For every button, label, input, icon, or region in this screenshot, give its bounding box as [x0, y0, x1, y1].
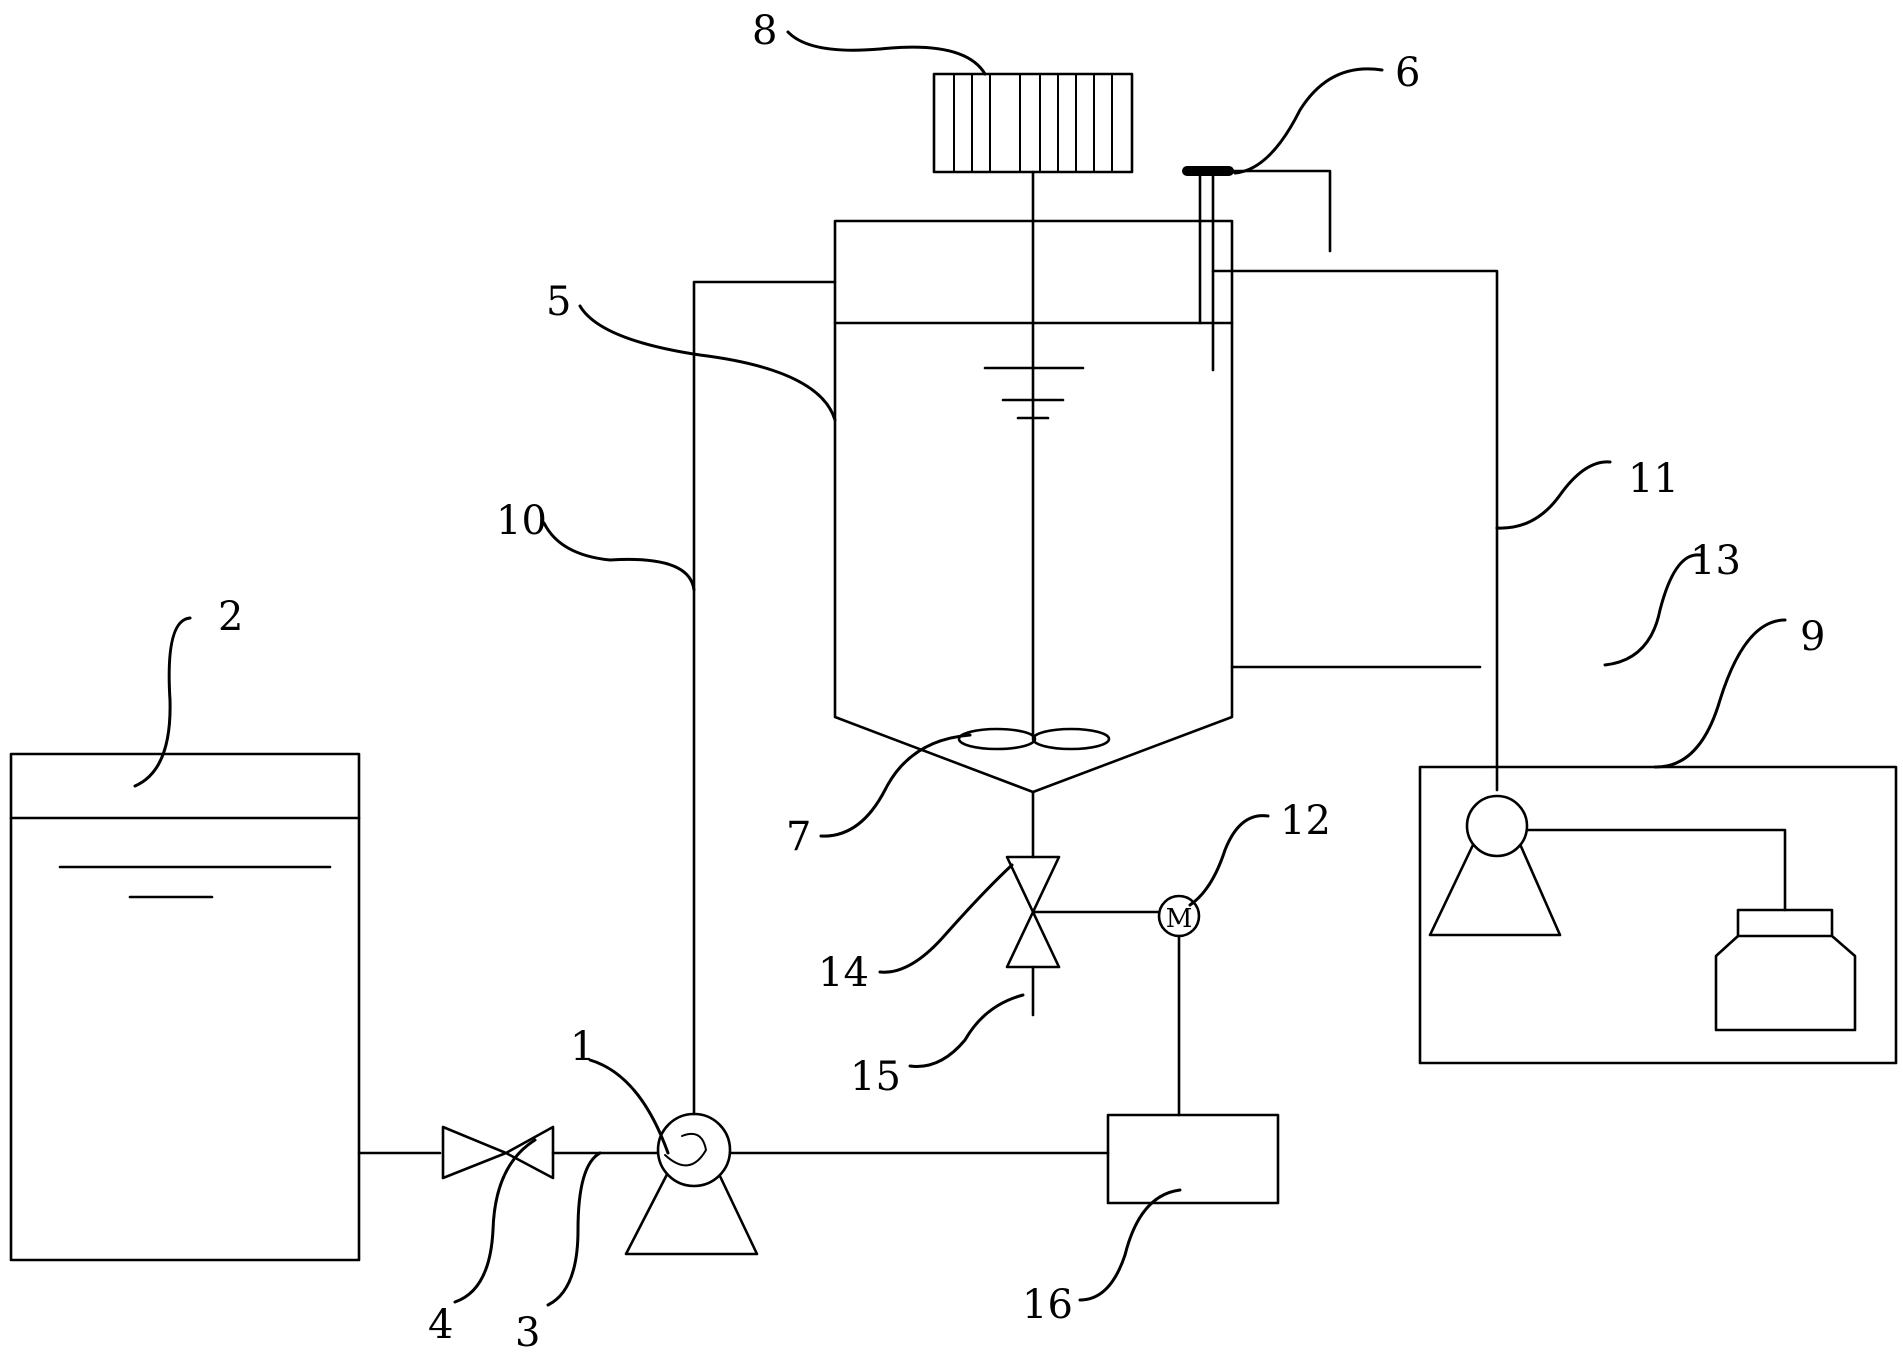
impeller [957, 727, 1111, 751]
leader-8 [786, 30, 987, 76]
label-7: 7 [786, 814, 811, 860]
label-1: 1 [570, 1024, 595, 1070]
feed-pump [624, 1112, 759, 1256]
label-6: 6 [1395, 50, 1420, 96]
dosing-pump [1428, 794, 1562, 937]
leader-6 [1233, 67, 1384, 175]
leader-15 [908, 993, 1025, 1068]
label-11: 11 [1628, 456, 1679, 502]
leader-7 [819, 733, 972, 838]
motor-symbol: M [1166, 904, 1193, 934]
inlet-valve [441, 1125, 555, 1180]
label-16: 16 [1022, 1282, 1073, 1328]
label-14: 14 [818, 950, 869, 996]
label-12: 12 [1280, 798, 1331, 844]
feed-pipe [692, 280, 837, 1116]
leader-9 [1653, 618, 1787, 769]
sensor-signal-line [1227, 169, 1332, 253]
leader-16 [1078, 1188, 1182, 1302]
leader-13 [1603, 553, 1702, 667]
storage-tank [9, 752, 361, 1262]
label-13: 13 [1690, 538, 1741, 584]
label-2: 2 [218, 594, 243, 640]
reagent-bottle [1714, 908, 1857, 1032]
label-3: 3 [515, 1310, 540, 1356]
dosing-pipe [1211, 269, 1499, 792]
dosing-line [1525, 828, 1787, 912]
label-10: 10 [496, 498, 547, 544]
leader-12 [1188, 814, 1270, 907]
leader-5 [578, 304, 837, 422]
leader-1 [588, 1058, 670, 1155]
leader-2 [133, 616, 192, 788]
leader-14 [878, 863, 1014, 974]
label-15: 15 [850, 1054, 901, 1100]
label-5: 5 [546, 279, 571, 325]
controller-box [1106, 1113, 1280, 1205]
label-8: 8 [752, 8, 777, 54]
leader-11 [1495, 460, 1612, 530]
leader-10 [542, 521, 696, 592]
label-9: 9 [1800, 614, 1825, 660]
leader-4 [453, 1138, 537, 1304]
label-4: 4 [428, 1302, 453, 1348]
stirrer-motor [932, 72, 1134, 174]
leader-3 [546, 1151, 602, 1307]
